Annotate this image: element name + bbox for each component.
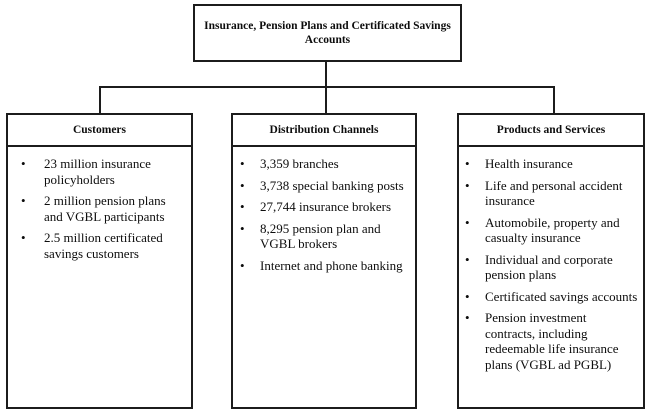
distribution-channels-list: 3,359 branches 3,738 special banking post… (233, 147, 415, 273)
customers-header: Customers (8, 115, 191, 147)
customers-list: 23 million insurance policyholders 2 mill… (8, 147, 191, 261)
bullet-item: 2.5 million certificated savings custome… (8, 230, 179, 261)
root-title-line-2: Accounts (304, 34, 351, 46)
connector-drop-distribution (325, 88, 327, 114)
bullet-item: Certificated savings accounts (459, 289, 639, 305)
distribution-channels-node: Distribution Channels 3,359 branches 3,73… (231, 113, 417, 409)
bullet-item: 3,359 branches (233, 156, 411, 172)
connector-root-stem (325, 62, 327, 87)
bullet-item: 2 million pension plans and VGBL partici… (8, 193, 179, 224)
root-node: Insurance, Pension Plans and Certificate… (193, 4, 462, 62)
products-services-list: Health insuranceLife and personal accide… (459, 147, 643, 372)
root-title-line-1: Insurance, Pension Plans and Certificate… (204, 20, 451, 32)
connector-drop-customers (99, 88, 101, 114)
products-services-header: Products and Services (459, 115, 643, 147)
products-services-node: Products and Services Health insuranceLi… (457, 113, 645, 409)
connector-drop-products (553, 88, 555, 114)
bullet-item: 8,295 pension plan and VGBL brokers (233, 221, 411, 252)
root-node-title: Insurance, Pension Plans and Certificate… (204, 19, 451, 47)
bullet-item: Internet and phone banking (233, 258, 411, 274)
bullet-item: 27,744 insurance brokers (233, 199, 411, 215)
connector-horizontal-bar (99, 86, 555, 88)
customers-node: Customers 23 million insurance policyhol… (6, 113, 193, 409)
bullet-item: Pension investment contracts, including … (459, 310, 639, 372)
bullet-item: Life and personal accident insurance (459, 178, 639, 209)
bullet-item: Individual and corporate pension plans (459, 252, 639, 283)
bullet-item: Automobile, property and casualty insura… (459, 215, 639, 246)
bullet-item: 23 million insurance policyholders (8, 156, 179, 187)
bullet-item: Health insurance (459, 156, 639, 172)
distribution-channels-header: Distribution Channels (233, 115, 415, 147)
bullet-item: 3,738 special banking posts (233, 178, 411, 194)
